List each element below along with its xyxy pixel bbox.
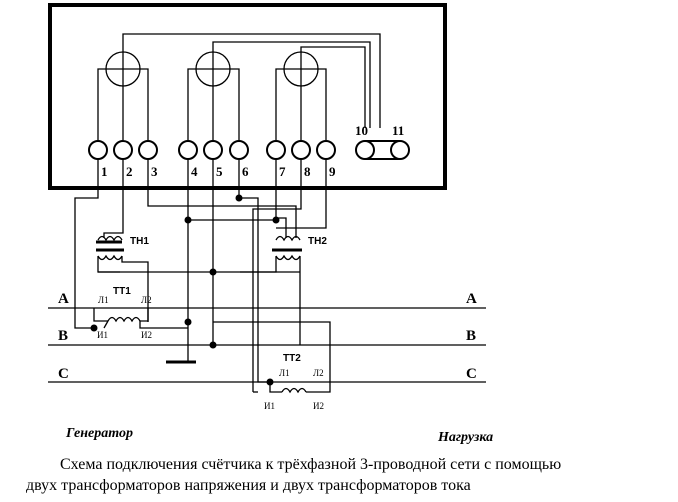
phase-c-right: C — [466, 366, 477, 382]
current-transformer-tt1 — [93, 308, 188, 329]
th1-label: ТН1 — [130, 236, 149, 247]
generator-label: Генератор — [65, 426, 133, 441]
meter-housing — [48, 3, 447, 190]
terminal-label: 8 — [304, 164, 311, 179]
terminal-5 — [203, 140, 223, 160]
voltage-transformer-th1 — [96, 235, 149, 322]
tt2-i1-label: И1 — [264, 401, 275, 411]
tt1-i2-label: И2 — [141, 330, 152, 340]
terminal-7 — [266, 140, 286, 160]
measuring-element-2 — [195, 51, 231, 87]
tt1-i1-label: И1 — [97, 330, 108, 340]
measuring-element-1 — [105, 51, 141, 87]
terminal-label: 5 — [216, 164, 223, 179]
terminal-9 — [316, 140, 336, 160]
junction-dots — [90, 194, 280, 386]
terminal-4 — [178, 140, 198, 160]
terminal-label: 6 — [242, 164, 249, 179]
terminal-label: 3 — [151, 164, 158, 179]
load-label: Нагрузка — [437, 430, 493, 445]
tt2-label: ТТ2 — [283, 353, 301, 364]
caption-line-2: двух трансформаторов напряжения и двух т… — [26, 477, 471, 494]
tt1-label: ТТ1 — [113, 286, 131, 297]
tt2-l2-label: Л2 — [313, 368, 324, 378]
terminal-1 — [88, 140, 108, 160]
tt2-l1-label: Л1 — [279, 368, 290, 378]
terminal-label: 4 — [191, 164, 198, 179]
terminal-label: 2 — [126, 164, 133, 179]
terminal-label: 11 — [392, 123, 404, 138]
terminal-label: 10 — [355, 123, 368, 138]
tt1-l1-label: Л1 — [98, 295, 109, 305]
jumper-10-11 — [355, 140, 410, 160]
measuring-element-3 — [283, 51, 319, 87]
terminal-label: 9 — [329, 164, 336, 179]
phase-a-right: A — [466, 291, 477, 307]
terminal-3 — [138, 140, 158, 160]
terminal-2 — [113, 140, 133, 160]
phase-b-right: B — [466, 328, 476, 344]
caption-line-1: Схема подключения счётчика к трёхфазной … — [60, 456, 562, 473]
terminal-8 — [291, 140, 311, 160]
terminal-6 — [229, 140, 249, 160]
terminal-label: 7 — [279, 164, 286, 179]
th2-label: ТН2 — [308, 236, 327, 247]
phase-a-left: A — [58, 291, 69, 307]
phase-b-left: B — [58, 328, 68, 344]
terminal-label: 1 — [101, 164, 108, 179]
phase-c-left: C — [58, 366, 69, 382]
tt2-i2-label: И2 — [313, 401, 324, 411]
current-transformer-tt2 — [213, 321, 331, 394]
voltage-transformer-th2 — [240, 235, 302, 345]
tt1-l2-label: Л2 — [141, 295, 152, 305]
